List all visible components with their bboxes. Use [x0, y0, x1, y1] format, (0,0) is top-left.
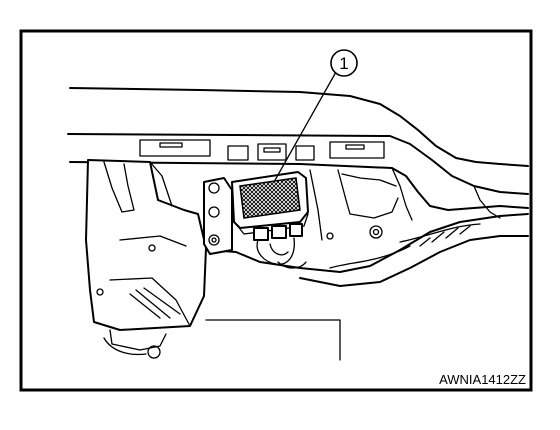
figure-code: AWNIA1412ZZ — [439, 372, 526, 387]
right-bracket — [309, 169, 399, 241]
figure-frame — [19, 29, 533, 392]
callout-number: 1 — [339, 54, 348, 73]
callout-bubble — [330, 49, 358, 77]
control-unit — [231, 171, 309, 269]
panel-vents — [139, 139, 385, 161]
left-bracket-assembly — [85, 159, 233, 359]
lower-link — [205, 319, 341, 361]
callout-1: 1 — [273, 49, 358, 183]
instrument-panel-outline — [67, 87, 529, 287]
